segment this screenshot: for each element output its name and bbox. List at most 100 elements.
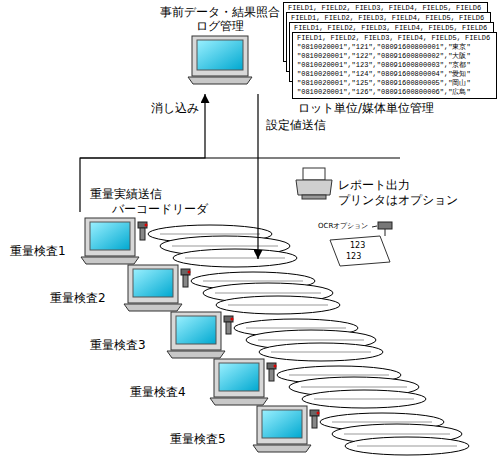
reader-head [224,316,233,322]
monitor-body [128,265,178,303]
weighing-station: 重量検査3 [90,306,386,364]
printer-icon [296,168,332,199]
edge-label: 設定値送信 [265,118,327,132]
product-bags [277,366,426,408]
signal-arrow [80,94,205,212]
monitor-screen [90,222,130,250]
bag-seam [228,305,328,306]
node-label: 重量検査2 [50,291,106,305]
bag [345,437,469,455]
reader-grip [312,416,317,428]
keyboard [81,257,139,264]
printer-tray [302,195,326,199]
keyboard [167,351,225,358]
annotation: 重量実績送信 [90,188,162,202]
record-line: "0810020001","125","08091600800005","岡山" [297,79,492,88]
computer-terminal [81,218,139,264]
bag-seam [357,446,457,447]
printer-paper [303,168,325,180]
server-terminal: 事前データ・結果照合 ログ管理 [150,2,290,94]
barcode-reader [310,410,320,428]
monitor-body [214,359,264,397]
printer-body [296,180,332,195]
reader-grip [140,228,145,240]
product-bags [320,413,469,455]
annotation: OCRオプション [318,222,368,230]
bag-seam [160,234,260,235]
monitor-body [85,218,135,256]
reader-lamp [145,224,148,227]
data-record: FIELD1, FIELD2, FIELD3, FIELD4, FIELD5, … [292,32,497,99]
node-label: 事前データ・結果照合 ログ管理 [155,5,285,33]
weighing-station: 重量検査2 [50,259,343,317]
bag-seam [271,352,371,353]
bag-seam [344,434,450,435]
barcode-reader [181,269,191,287]
monitor-body [171,312,221,350]
monitor-screen [262,410,302,438]
weighing-station: 重量検査1 [10,212,300,270]
signal-arrow [257,94,258,259]
keyboard [253,445,311,452]
computer-terminal [167,312,225,358]
reader-lamp [317,412,320,415]
bag-seam [172,246,278,247]
computer-terminal [188,36,252,84]
computer-terminal [253,406,311,452]
annotation: プリンタはオプション [338,194,458,208]
node-label: 重量検査4 [130,385,186,399]
barcode-reader [224,316,234,334]
annotation: ロット単位/媒体単位管理 [298,102,434,116]
reader-head [310,410,319,416]
ocr-leader [372,226,377,227]
record-line: "0810020001","123","08091600800003","京都" [297,61,492,70]
bag-seam [314,399,414,400]
node-label: 重量検査3 [90,338,146,352]
bag [259,343,383,361]
bag-seam [301,387,407,388]
keyboard [210,398,268,405]
monitor-screen [176,316,216,344]
bag-seam [246,328,346,329]
bag [216,296,340,314]
ocr-head [378,222,392,229]
record-line: FIELD1, FIELD2, FIELD3, FIELD4, FIELD5, … [297,34,492,43]
reader-head [138,222,147,228]
reader-lamp [274,365,277,368]
product-bags [191,272,340,314]
annotation: レポート出力 [338,179,410,193]
record-line: "0810020001","122","08091600800002","大阪" [297,52,492,61]
weighing-station: 重量検査5 [170,400,472,458]
record-line: "0810020001","121","08091600800001","東京" [297,43,492,52]
card-number: 123 [350,241,365,250]
ocr-arm [385,229,386,236]
barcode-reader [138,222,148,240]
reader-grip [183,275,188,287]
computer-terminal [124,265,182,311]
bag-seam [289,375,389,376]
ocr-card [330,236,390,266]
product-bags [148,225,297,267]
annotation: バーコードリーダ [112,203,208,217]
monitor-screen [219,363,259,391]
node-label: 重量検査5 [170,432,226,446]
monitor-body [257,406,307,444]
monitor-body [192,36,248,76]
monitor-screen [133,269,173,297]
record-line: "0810020001","126","08091600800006","広島" [297,88,492,97]
reader-grip [226,322,231,334]
bag-seam [215,293,321,294]
product-bags [234,319,383,361]
reader-lamp [188,271,191,274]
bag-seam [185,258,285,259]
bag [173,249,297,267]
reader-grip [269,369,274,381]
bag [302,390,426,408]
barcode-reader [267,363,277,381]
card-number: 123 [346,252,361,261]
record-line: "0810020001","124","08091600800004","愛知" [297,70,492,79]
bag-seam [332,422,432,423]
reader-head [267,363,276,369]
computer-terminal [210,359,268,405]
